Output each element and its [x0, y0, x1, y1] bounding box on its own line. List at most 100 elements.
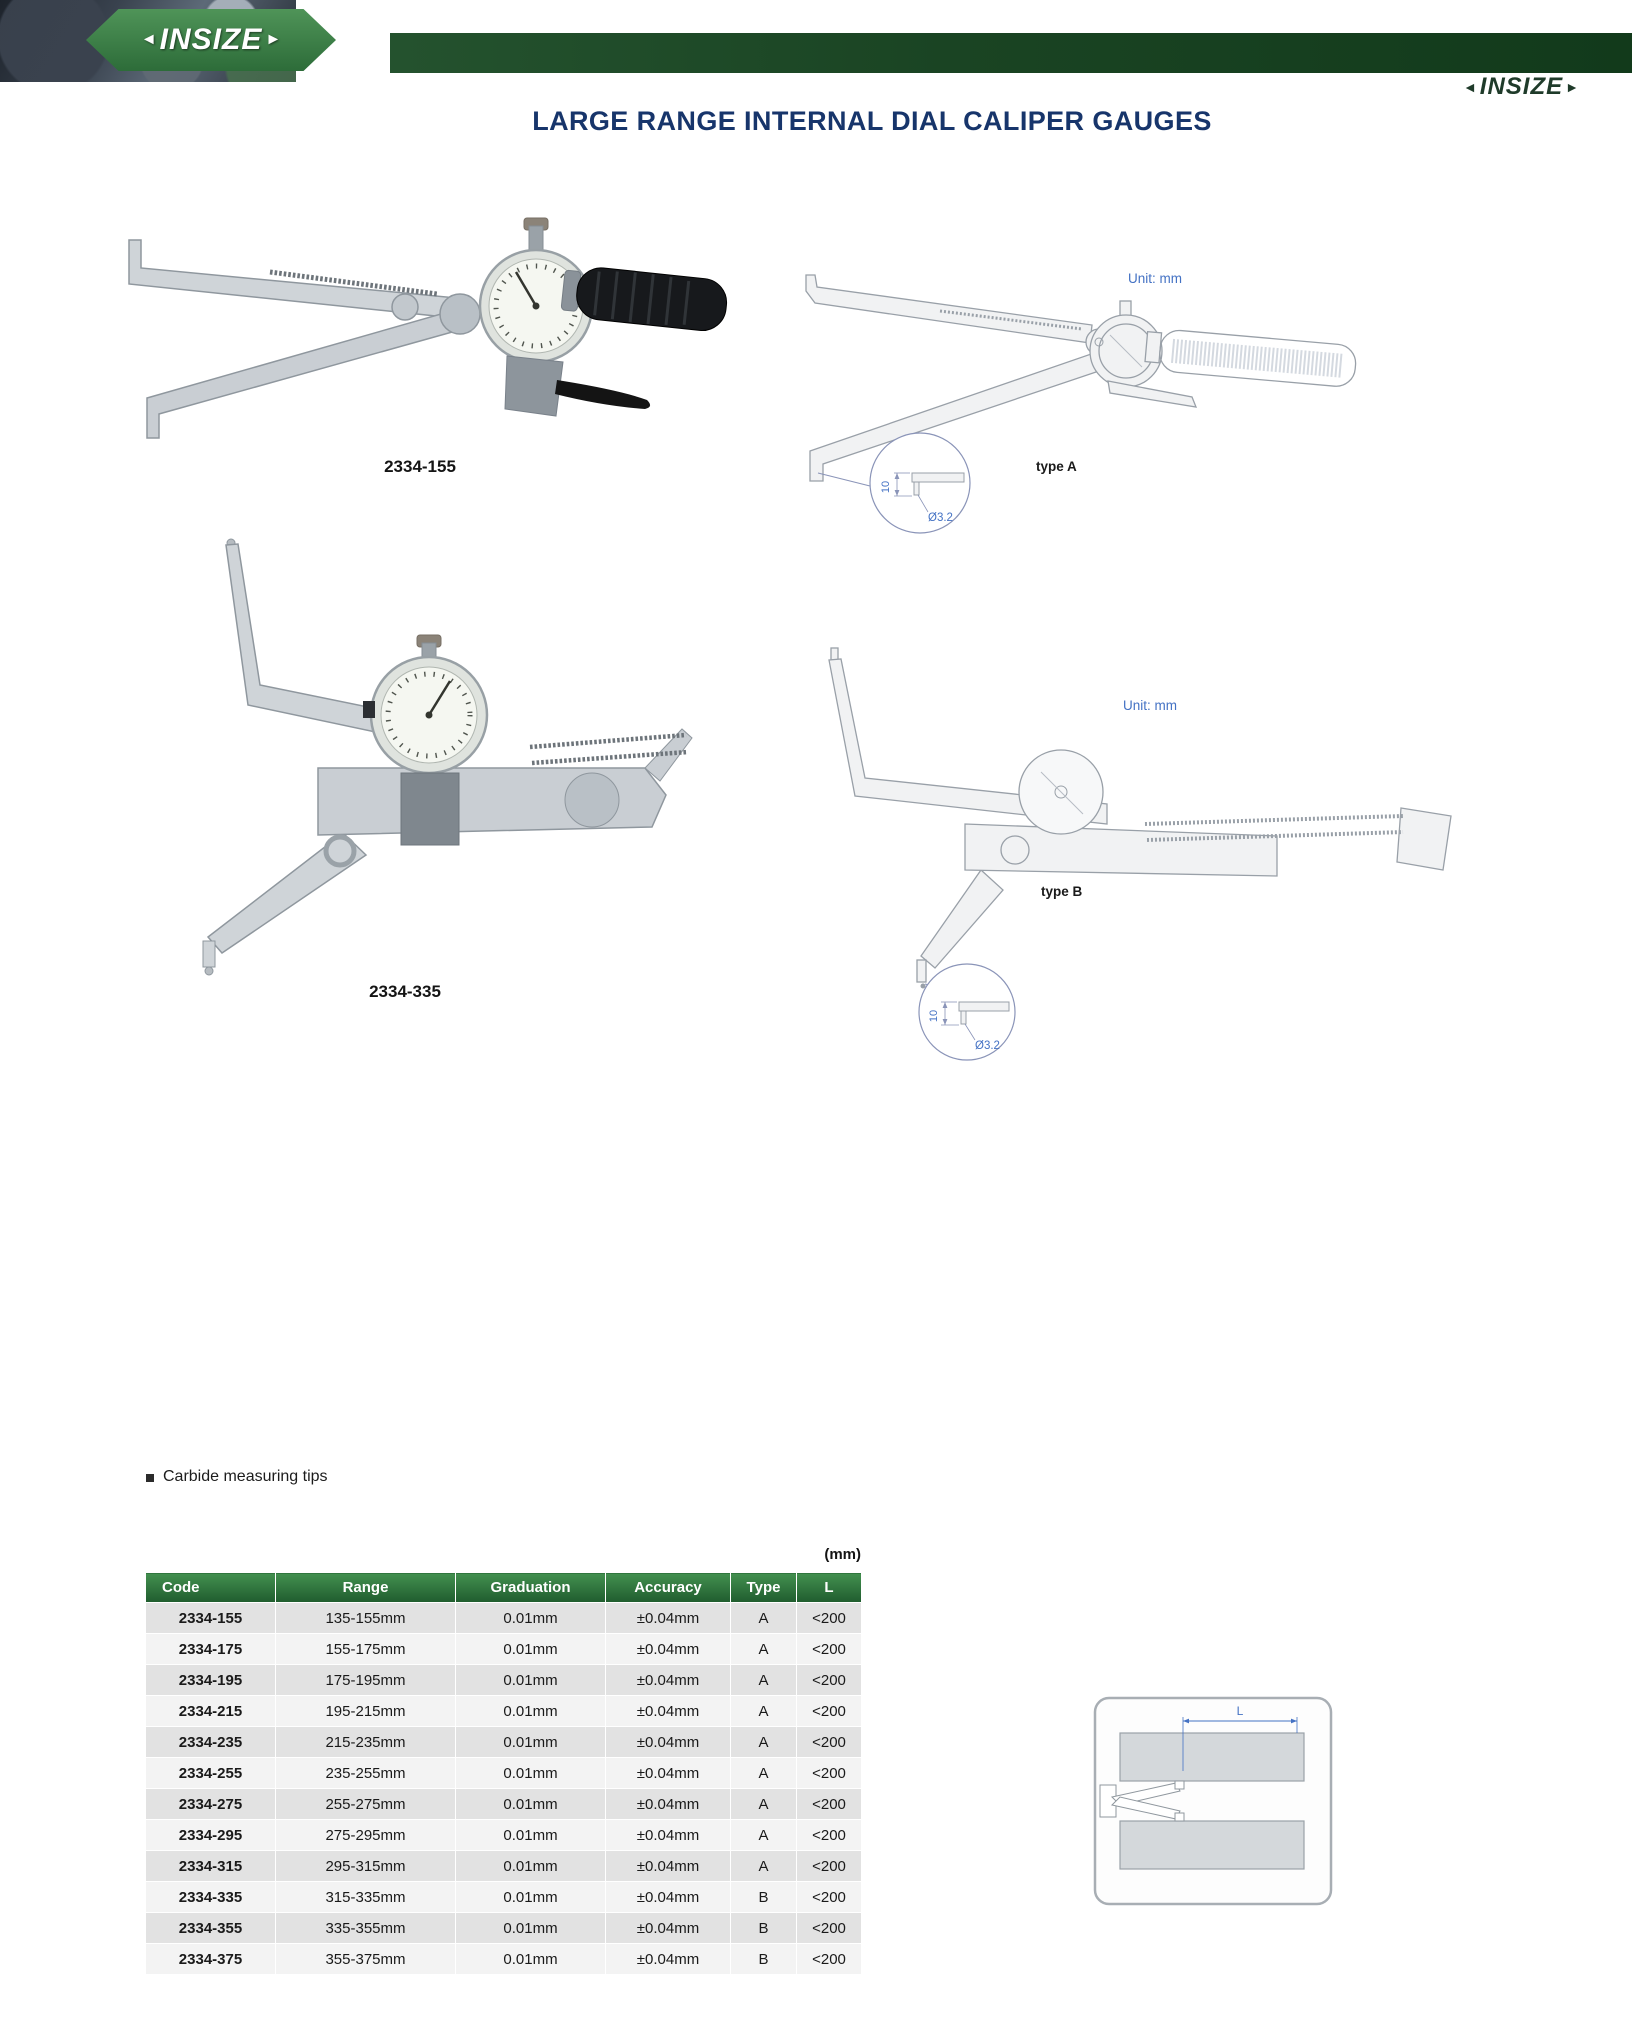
table-cell-graduation: 0.01mm: [455, 1757, 606, 1789]
dim-arrow-top: [942, 1002, 948, 1008]
pivot: [439, 293, 481, 335]
dial-needle: [514, 271, 538, 307]
dim-arrow-top: [894, 473, 900, 479]
table-cell-type: A: [730, 1633, 797, 1665]
table-cell-code: 2334-335: [145, 1881, 276, 1913]
table-cell-l: <200: [796, 1912, 862, 1944]
dim-height-label: 10: [880, 481, 892, 493]
table-cell-l: <200: [796, 1788, 862, 1820]
table-cell-range: 255-275mm: [275, 1788, 456, 1820]
photo-a-caption: 2334-155: [384, 457, 456, 476]
table-cell-range: 355-375mm: [275, 1943, 456, 1975]
table-cell-l: <200: [796, 1695, 862, 1727]
dim-arrow-bottom: [942, 1019, 948, 1025]
detail-circle: [869, 432, 971, 534]
figure-l-dimension-diagram: L: [1090, 1693, 1336, 1909]
table-cell-l: <200: [796, 1819, 862, 1851]
feature-item: Carbide measuring tips: [146, 1468, 328, 1486]
header-range: Range: [275, 1572, 456, 1603]
table-cell-graduation: 0.01mm: [455, 1912, 606, 1944]
table-header-row: Code Range Graduation Accuracy Type L: [145, 1572, 862, 1603]
spring-2: [531, 749, 689, 766]
logo-left-arrow-icon: ◄: [140, 31, 157, 48]
handle-knurl: [593, 271, 691, 326]
body-boss-outline: [1000, 835, 1030, 865]
table-cell-range: 295-315mm: [275, 1850, 456, 1882]
table-cell-type: A: [730, 1757, 797, 1789]
table-cell-type: B: [730, 1943, 797, 1975]
logo-right-arrow-icon: ►: [265, 31, 282, 48]
tip-pin: [913, 481, 920, 496]
body-boss: [564, 772, 620, 828]
tip-bar: [958, 1001, 1010, 1012]
table-cell-l: <200: [796, 1881, 862, 1913]
table-cell-code: 2334-195: [145, 1664, 276, 1696]
table-cell-l: <200: [796, 1664, 862, 1696]
table-cell-graduation: 0.01mm: [455, 1819, 606, 1851]
table-cell-code: 2334-155: [145, 1602, 276, 1634]
mount-bracket: [504, 355, 564, 417]
table-cell-range: 195-215mm: [275, 1695, 456, 1727]
dial-hatch: [1109, 334, 1143, 368]
type-b-label: type B: [1041, 884, 1083, 899]
spec-table-head: Code Range Graduation Accuracy Type L: [145, 1572, 862, 1603]
dim-diameter-label: Ø3.2: [928, 512, 953, 524]
watermark-text: INSIZE: [1479, 73, 1564, 100]
table-cell-accuracy: ±0.04mm: [605, 1726, 731, 1758]
watermark-right-arrow-icon: ►: [1565, 79, 1580, 95]
dial-ticks: [385, 671, 473, 759]
figure-drawing-type-b: 10 Ø3.2 Unit: mm type B: [805, 640, 1505, 1072]
upper-tip-outline: [830, 647, 839, 661]
table-cell-accuracy: ±0.04mm: [605, 1912, 731, 1944]
table-cell-l: <200: [796, 1943, 862, 1975]
pivot-pin: [1094, 337, 1104, 347]
upper-tip: [1174, 1780, 1185, 1790]
table-cell-type: A: [730, 1602, 797, 1634]
l-arrow-left: [1183, 1718, 1189, 1724]
handle: [560, 267, 728, 332]
table-cell-l: <200: [796, 1602, 862, 1634]
table-cell-accuracy: ±0.04mm: [605, 1695, 731, 1727]
table-cell-accuracy: ±0.04mm: [605, 1819, 731, 1851]
side-knob: [363, 701, 375, 718]
table-cell-graduation: 0.01mm: [455, 1788, 606, 1820]
lower-tip: [202, 940, 216, 968]
detail-circle: [918, 963, 1016, 1061]
table-cell-graduation: 0.01mm: [455, 1850, 606, 1882]
collar-outline: [1144, 330, 1163, 364]
ring-clip: [323, 834, 357, 868]
tip-pin: [960, 1010, 967, 1025]
table-cell-l: <200: [796, 1757, 862, 1789]
table-cell-range: 175-195mm: [275, 1664, 456, 1696]
bullet-square-icon: [146, 1474, 154, 1482]
dial-hatch: [1040, 771, 1084, 815]
workpiece-top: [1119, 1732, 1305, 1782]
figure-product-photo-b: 2334-335: [100, 535, 710, 1002]
table-cell-code: 2334-275: [145, 1788, 276, 1820]
detail-view-b: 10 Ø3.2: [918, 963, 1016, 1061]
lower-arm-outline: [920, 869, 1004, 969]
unit-label-a: Unit: mm: [1128, 271, 1182, 286]
spring-anchor-arm: [644, 728, 693, 782]
table-cell-graduation: 0.01mm: [455, 1633, 606, 1665]
dial-center-outline: [1054, 785, 1068, 799]
table-cell-range: 275-295mm: [275, 1819, 456, 1851]
spring-anchor-outline: [1396, 807, 1452, 871]
tip-pin-dot: [920, 983, 926, 989]
spring-2-outline: [1146, 830, 1404, 842]
table-cell-code: 2334-255: [145, 1757, 276, 1789]
table-cell-accuracy: ±0.04mm: [605, 1602, 731, 1634]
table-cell-l: <200: [796, 1633, 862, 1665]
table-cell-accuracy: ±0.04mm: [605, 1633, 731, 1665]
table-cell-code: 2334-175: [145, 1633, 276, 1665]
lower-arm: [206, 832, 368, 954]
dia-leader: [917, 494, 929, 513]
lower-arm: [146, 309, 465, 439]
technical-drawing-type-a: 10 Ø3.2 Unit: mm type A: [805, 271, 1357, 534]
mount-block: [400, 772, 460, 846]
lower-tip-outline: [916, 959, 927, 983]
